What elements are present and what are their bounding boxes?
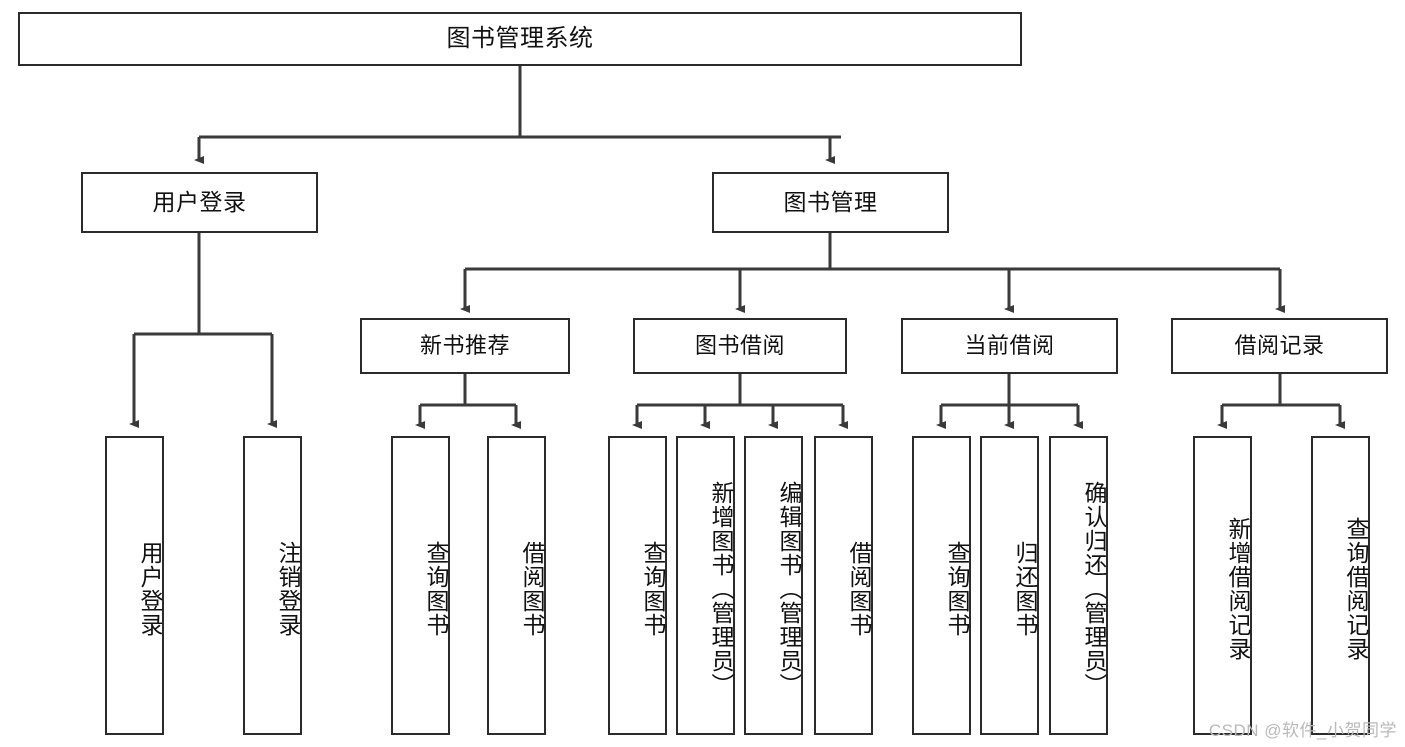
- node-user-login-label: 用户登录: [152, 189, 247, 216]
- leaf-user-login[interactable]: 用户登录: [105, 436, 164, 735]
- leaf-add-record[interactable]: 新增借阅记录: [1193, 436, 1252, 735]
- node-user-login[interactable]: 用户登录: [81, 172, 318, 233]
- leaf-query-book-2-label: 查询图书: [640, 540, 666, 637]
- leaf-add-record-label: 新增借阅记录: [1225, 516, 1251, 661]
- node-borrow-record-label: 借阅记录: [1234, 333, 1325, 359]
- leaf-user-login-label: 用户登录: [137, 540, 163, 637]
- leaf-query-book-1-label: 查询图书: [423, 540, 449, 637]
- leaf-edit-book[interactable]: 编辑图书（管理员）: [744, 436, 803, 735]
- leaf-logout-label: 注销登录: [275, 540, 301, 637]
- leaf-return-book-label: 归还图书: [1012, 540, 1038, 637]
- node-book-manage-label: 图书管理: [783, 189, 878, 216]
- node-book-manage[interactable]: 图书管理: [712, 172, 949, 233]
- leaf-borrow-book-1[interactable]: 借阅图书: [487, 436, 546, 735]
- leaf-return-book[interactable]: 归还图书: [980, 436, 1039, 735]
- leaf-edit-book-label: 编辑图书（管理员）: [776, 480, 802, 697]
- leaf-borrow-book-1-label: 借阅图书: [519, 540, 545, 637]
- node-root-label: 图书管理系统: [446, 25, 594, 53]
- leaf-borrow-book-2-label: 借阅图书: [846, 540, 872, 637]
- node-root[interactable]: 图书管理系统: [18, 12, 1022, 66]
- node-new-book-rec[interactable]: 新书推荐: [360, 318, 570, 374]
- leaf-query-book-3[interactable]: 查询图书: [912, 436, 971, 735]
- node-book-borrow-label: 图书借阅: [694, 333, 785, 359]
- leaf-logout[interactable]: 注销登录: [243, 436, 302, 735]
- leaf-query-record[interactable]: 查询借阅记录: [1311, 436, 1370, 735]
- leaf-add-book[interactable]: 新增图书（管理员）: [676, 436, 735, 735]
- node-new-book-rec-label: 新书推荐: [419, 333, 510, 359]
- leaf-query-record-label: 查询借阅记录: [1343, 516, 1369, 661]
- leaf-borrow-book-2[interactable]: 借阅图书: [814, 436, 873, 735]
- leaf-query-book-3-label: 查询图书: [944, 540, 970, 637]
- node-book-borrow[interactable]: 图书借阅: [633, 318, 847, 374]
- leaf-confirm-return[interactable]: 确认归还（管理员）: [1049, 436, 1108, 735]
- node-borrow-record[interactable]: 借阅记录: [1171, 318, 1388, 374]
- leaf-add-book-label: 新增图书（管理员）: [708, 480, 734, 697]
- leaf-query-book-1[interactable]: 查询图书: [391, 436, 450, 735]
- watermark: CSDN @软件_小贺同学: [1208, 721, 1397, 740]
- leaf-confirm-return-label: 确认归还（管理员）: [1081, 480, 1107, 697]
- node-current-borrow[interactable]: 当前借阅: [901, 318, 1118, 374]
- leaf-query-book-2[interactable]: 查询图书: [608, 436, 667, 735]
- node-current-borrow-label: 当前借阅: [964, 333, 1055, 359]
